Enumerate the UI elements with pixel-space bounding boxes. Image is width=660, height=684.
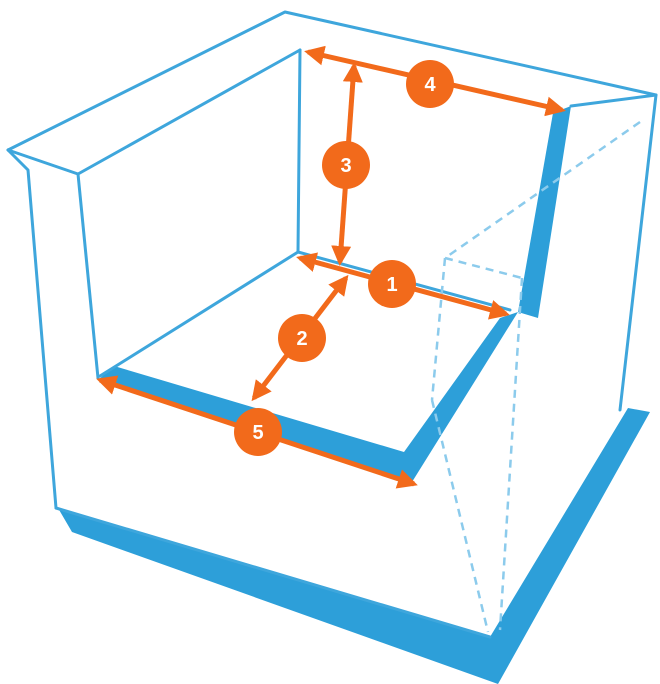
marker-4: 4 (406, 60, 454, 108)
bottom-front-edge (54, 506, 492, 639)
hidden-edges (430, 120, 641, 633)
marker-label-1: 1 (386, 274, 397, 296)
seat-back-edge (98, 250, 300, 378)
marker-label-3: 3 (340, 155, 351, 177)
marker-label-4: 4 (424, 74, 436, 96)
right-arm-front-edge (569, 93, 658, 108)
marker-2: 2 (278, 314, 326, 362)
outer-left-edge (6, 148, 58, 510)
marker-label-2: 2 (296, 328, 307, 350)
marker-3: 3 (322, 141, 370, 189)
hidden-edge-d (498, 277, 524, 631)
marker-5: 5 (234, 408, 282, 456)
marker-1: 1 (368, 260, 416, 308)
hidden-edge-b (444, 256, 523, 280)
left-arm-front-edge (76, 172, 100, 380)
hidden-edge-c (430, 257, 447, 401)
right-arm-top-edge (618, 93, 658, 412)
hidden-edge-e (430, 399, 490, 633)
chair-outline (6, 10, 658, 639)
ground-shadow (58, 408, 650, 684)
backrest-left-edge (296, 48, 302, 254)
dimension-arrows (96, 45, 566, 489)
hidden-edge-a (444, 120, 641, 260)
marker-label-5: 5 (252, 422, 263, 444)
arm-inner-face (518, 106, 571, 318)
left-arm-inner-top (6, 48, 302, 176)
